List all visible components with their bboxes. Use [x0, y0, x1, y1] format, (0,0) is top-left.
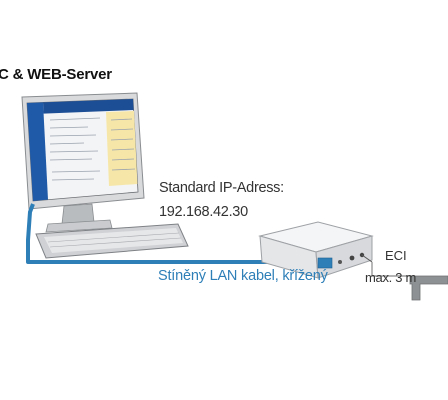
- eci-distance-label: max. 3 m: [365, 270, 417, 285]
- cable-label: Stíněný LAN kabel, křížený: [158, 268, 328, 284]
- lan-cable: [26, 203, 322, 264]
- router-device-icon: [258, 221, 374, 279]
- keyboard-icon: [35, 223, 189, 259]
- diagram-title: C & WEB-Server: [0, 66, 112, 83]
- eci-label: ECI: [385, 248, 407, 263]
- ip-address-label: Standard IP-Adress:: [159, 180, 284, 196]
- eci-connector-icon: [361, 254, 448, 301]
- ip-address-value: 192.168.42.30: [159, 204, 248, 220]
- monitor-icon: [21, 92, 145, 233]
